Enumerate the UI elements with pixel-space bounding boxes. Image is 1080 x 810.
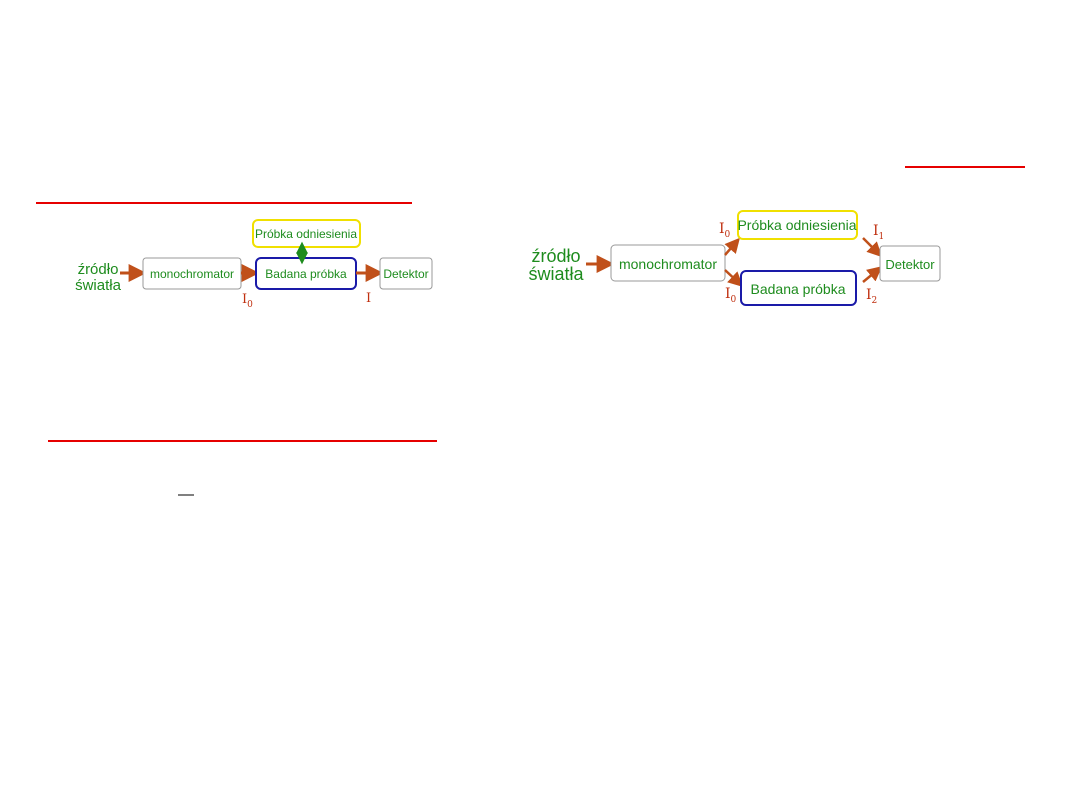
right-reference-label: Próbka odniesienia [737, 217, 856, 233]
right-source-label-1: źródło [531, 246, 580, 266]
right-sample-box [740, 270, 857, 306]
right-i0-bottom-label: I0 [725, 286, 737, 305]
right-monochromator-box [610, 244, 726, 282]
left-reference-label: Próbka odniesienia [255, 227, 357, 241]
right-arrow-mono-reference [724, 237, 740, 256]
left-source-label-2: światła [75, 277, 122, 294]
left-i0-label: I0 [242, 292, 253, 310]
left-monochromator-label: monochromator [150, 267, 234, 281]
right-i2-label: I2 [866, 287, 877, 306]
double-beam-diagram: źródło światła monochromator Próbka odni… [528, 210, 941, 306]
left-i-label: I [366, 291, 371, 306]
right-arrow-mono-sample [724, 269, 744, 288]
left-source-label-1: źródło [78, 261, 119, 278]
right-i0-top-label: I0 [719, 221, 731, 240]
right-sample-label: Badana próbka [751, 281, 846, 297]
right-i1-label: I1 [873, 223, 884, 242]
right-detector-label: Detektor [885, 257, 935, 272]
right-detector-box [879, 245, 941, 282]
right-arrow-sample-detector [862, 266, 883, 283]
right-source-label-2: światła [528, 264, 584, 284]
right-arrow-reference-detector [862, 237, 883, 258]
left-sample-label: Badana próbka [265, 267, 347, 281]
left-detector-label: Detektor [383, 267, 428, 281]
single-beam-diagram: źródło światła monochromator Badana prób… [75, 219, 433, 310]
right-reference-box [737, 210, 858, 240]
right-monochromator-label: monochromator [619, 256, 717, 272]
left-detector-box [379, 257, 433, 290]
